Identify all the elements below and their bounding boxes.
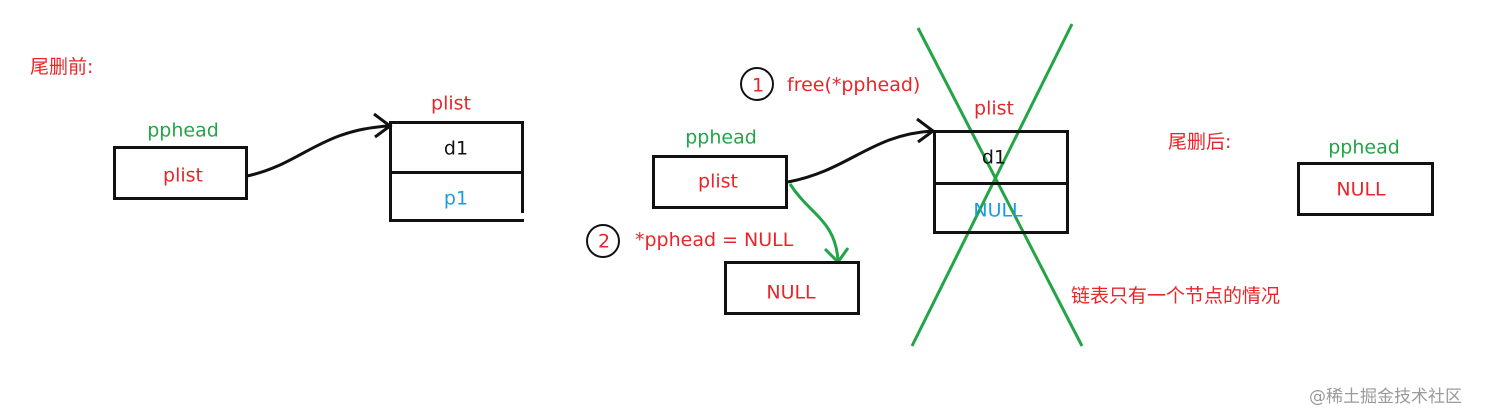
before-node-right-edge (521, 121, 524, 213)
single-node-note: 链表只有一个节点的情况 (1071, 285, 1281, 307)
after-pphead-label: pphead (1328, 136, 1400, 159)
middle-pointer-arrow (787, 129, 933, 184)
step1-number: 1 (751, 74, 765, 97)
step1-circle (740, 67, 774, 101)
step2-text: *pphead = NULL (635, 229, 794, 251)
before-pphead-value: plist (163, 164, 203, 187)
before-node-data: d1 (443, 137, 469, 160)
cross-line-1 (916, 27, 1084, 347)
after-pphead-value: NULL (1336, 178, 1386, 201)
before-node-label: plist (431, 92, 471, 115)
middle-node-divider (933, 182, 1069, 185)
before-pphead-label: pphead (147, 119, 219, 142)
green-null-arrow (788, 183, 840, 261)
middle-pphead-value: plist (698, 170, 738, 193)
before-label: 尾删前: (30, 56, 94, 78)
middle-pphead-box (652, 155, 788, 209)
after-pphead-box (1297, 162, 1434, 216)
step2-circle (586, 224, 620, 258)
step2-number: 2 (597, 230, 611, 253)
middle-node-next: NULL (973, 199, 1023, 222)
watermark: @稀土掘金技术社区 (1309, 387, 1462, 407)
before-node-next: p1 (443, 187, 469, 210)
before-pphead-box (113, 146, 248, 200)
cross-line-2 (910, 23, 1074, 347)
after-label: 尾删后: (1168, 131, 1232, 153)
middle-node-data: d1 (981, 146, 1007, 169)
middle-null-box (724, 261, 860, 315)
before-node-divider (389, 171, 524, 174)
middle-node-label: plist (974, 97, 1014, 120)
middle-null-text: NULL (766, 281, 816, 304)
middle-pphead-label: pphead (685, 126, 757, 149)
step1-text: free(*pphead) (787, 74, 921, 96)
before-pointer-arrow (246, 124, 389, 178)
